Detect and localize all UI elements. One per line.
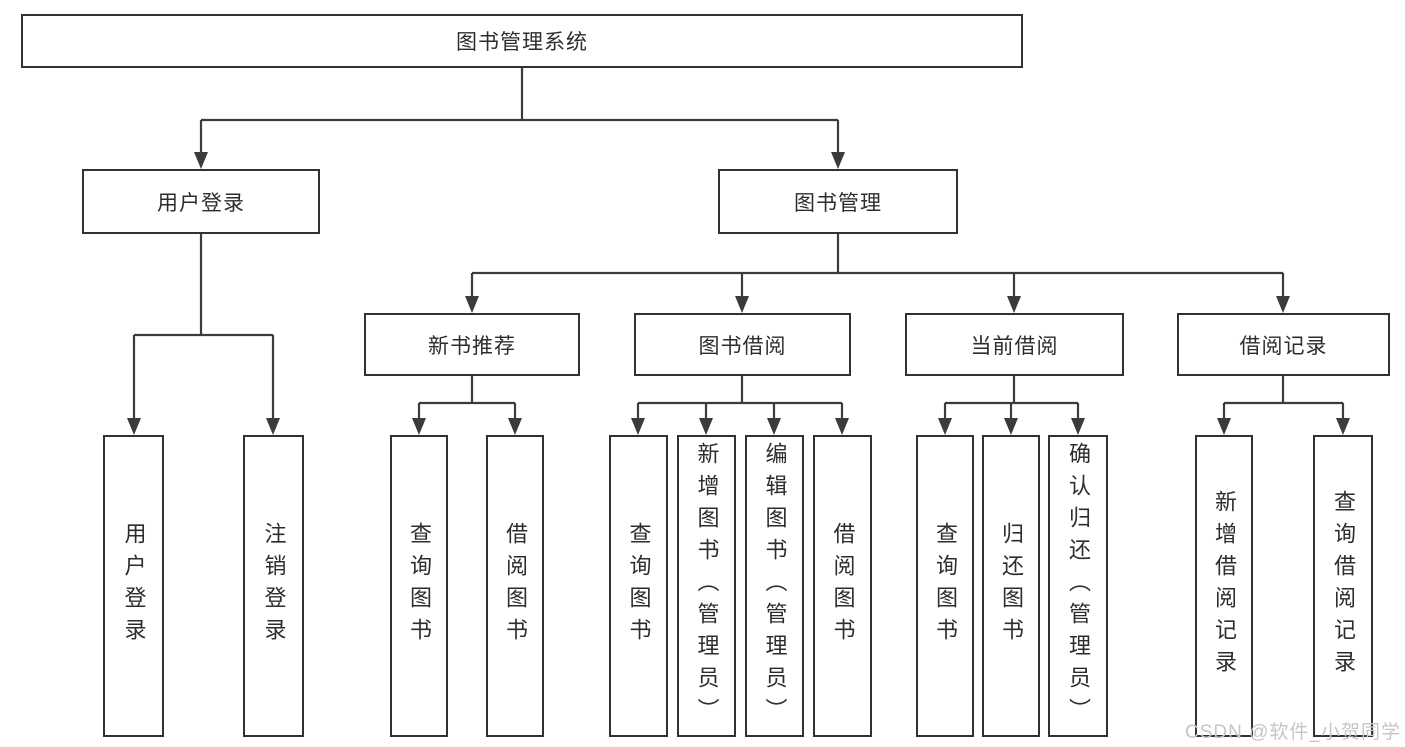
node-book-borrow-label: 图书借阅	[698, 334, 787, 358]
leaf-borrow-edit-books-admin-label: 编辑图书（管理员）	[762, 442, 788, 730]
leaf-user-login: 用户登录	[103, 435, 164, 737]
csdn-watermark: CSDN @软件_小贺同学	[1185, 722, 1401, 743]
arrowheads	[127, 152, 1350, 435]
leaf-user-login-label: 用户登录	[121, 522, 147, 650]
node-current-borrow: 当前借阅	[905, 313, 1124, 376]
leaf-current-return-books-label: 归还图书	[999, 522, 1024, 650]
leaf-borrow-query-books: 查询图书	[609, 435, 668, 737]
leaf-borrow-borrow-books: 借阅图书	[813, 435, 872, 737]
leaf-current-query-books-label: 查询图书	[933, 522, 958, 650]
node-current-borrow-label: 当前借阅	[970, 334, 1059, 358]
leaf-records-add-record: 新增借阅记录	[1195, 435, 1253, 737]
leaf-records-query-record-label: 查询借阅记录	[1331, 490, 1356, 682]
node-root-label: 图书管理系统	[456, 31, 588, 54]
leaf-records-query-record: 查询借阅记录	[1313, 435, 1373, 737]
leaf-records-add-record-label: 新增借阅记录	[1212, 490, 1237, 682]
leaf-recommend-borrow-books-label: 借阅图书	[503, 522, 528, 650]
leaf-borrow-add-books-admin-label: 新增图书（管理员）	[694, 442, 720, 730]
leaf-current-confirm-return-admin: 确认归还（管理员）	[1048, 435, 1108, 737]
node-book-borrow: 图书借阅	[634, 313, 851, 376]
node-book-management: 图书管理	[718, 169, 958, 234]
leaf-borrow-borrow-books-label: 借阅图书	[830, 522, 856, 650]
leaf-current-query-books: 查询图书	[916, 435, 974, 737]
node-user-login: 用户登录	[82, 169, 320, 234]
leaf-borrow-add-books-admin: 新增图书（管理员）	[677, 435, 736, 737]
leaf-borrow-query-books-label: 查询图书	[626, 522, 652, 650]
leaf-logout-label: 注销登录	[261, 522, 287, 650]
leaf-recommend-borrow-books: 借阅图书	[486, 435, 544, 737]
leaf-recommend-query-books-label: 查询图书	[407, 522, 432, 650]
node-root: 图书管理系统	[21, 14, 1023, 68]
node-new-book-recommend-label: 新书推荐	[428, 334, 516, 358]
leaf-recommend-query-books: 查询图书	[390, 435, 448, 737]
node-book-management-label: 图书管理	[794, 191, 882, 215]
leaf-logout: 注销登录	[243, 435, 304, 737]
node-new-book-recommend: 新书推荐	[364, 313, 580, 376]
leaf-current-confirm-return-admin-label: 确认归还（管理员）	[1066, 442, 1091, 730]
leaf-borrow-edit-books-admin: 编辑图书（管理员）	[745, 435, 804, 737]
node-borrow-records-label: 借阅记录	[1239, 334, 1328, 358]
leaf-current-return-books: 归还图书	[982, 435, 1040, 737]
node-borrow-records: 借阅记录	[1177, 313, 1390, 376]
node-user-login-label: 用户登录	[157, 191, 245, 215]
